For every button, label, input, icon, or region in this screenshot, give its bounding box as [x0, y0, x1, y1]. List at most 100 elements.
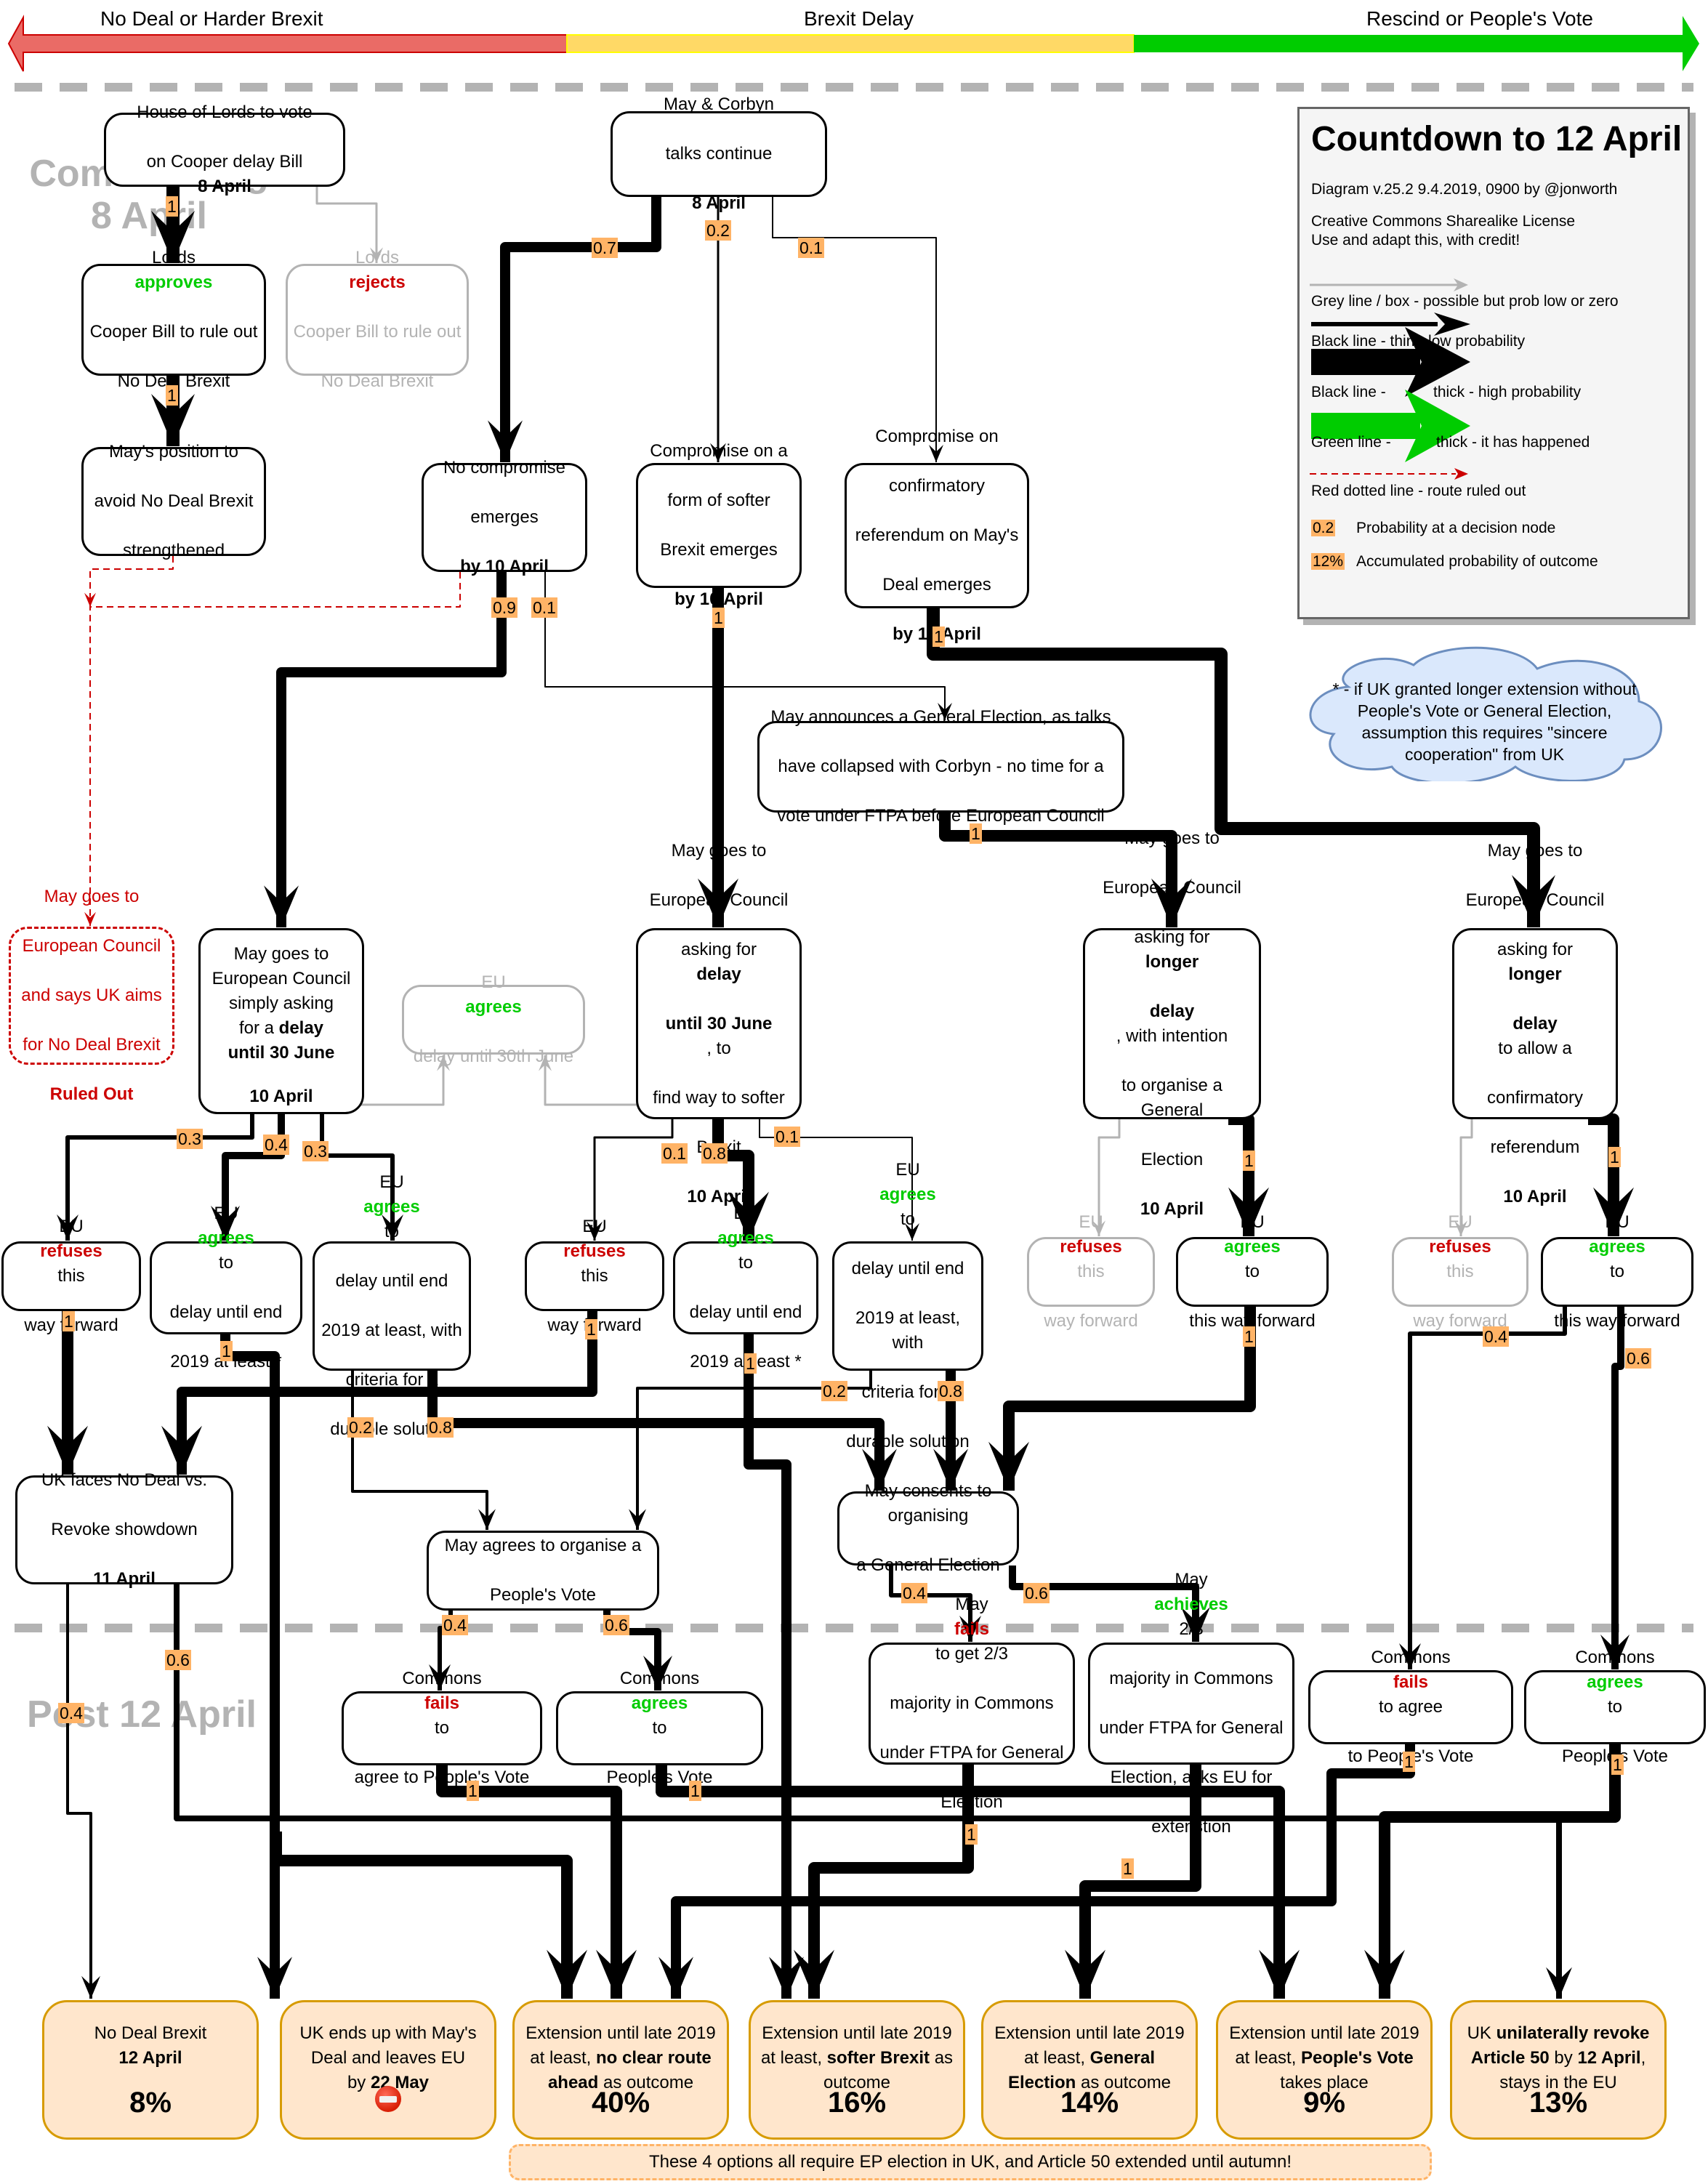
- probability-label-soft-criteria: 0.1: [774, 1127, 800, 1147]
- node-text: EU: [379, 1172, 404, 1192]
- connector-line: [808, 1765, 974, 1999]
- node-text: EU: [1605, 1212, 1630, 1232]
- node-text: as outcome: [598, 2073, 694, 2092]
- node-text: 2019 at least, with: [855, 1308, 961, 1353]
- node-ec-delay-30-june-date: 10 April: [249, 1087, 313, 1106]
- probability-label-ref-agree: 1: [1608, 1147, 1621, 1167]
- node-text: delay until end: [169, 1302, 283, 1322]
- emphasis-text: 8 April: [692, 193, 746, 213]
- node-text: UK ends up with May's: [299, 2023, 477, 2043]
- arrowhead-icon: [57, 1214, 78, 1241]
- arrowhead-icon: [257, 1957, 292, 1999]
- arrowhead-icon: [710, 443, 726, 462]
- highlight-positive: agrees: [1587, 1672, 1643, 1692]
- node-text: this way forward: [1554, 1311, 1680, 1331]
- connector-line: [270, 1832, 573, 1999]
- node-text: Deal emerges: [882, 575, 991, 595]
- node-text: stays in the EU: [1499, 2073, 1617, 2092]
- emphasis-text: delay: [1512, 1013, 1558, 1033]
- arrowhead-icon: [629, 1509, 646, 1530]
- scale-right-arrow: [1134, 16, 1699, 71]
- node-text: delay until end: [851, 1259, 964, 1278]
- node-text: Revoke showdown: [51, 1520, 198, 1539]
- arrowhead-icon: [547, 1949, 587, 1999]
- highlight-negative: fails: [1393, 1672, 1429, 1692]
- outcome-probability: 14%: [1060, 2087, 1119, 2119]
- emphasis-text: Article 50: [1470, 2048, 1550, 2068]
- probability-label-refuse2-showdown: 1: [585, 1319, 597, 1339]
- node-text: European Council: [1103, 877, 1241, 898]
- arrowhead-icon: [929, 445, 943, 462]
- node-text: EU: [481, 972, 506, 992]
- node-text: referendum: [1490, 1137, 1580, 1157]
- probability-label-soft-refuse: 0.1: [661, 1143, 688, 1164]
- node-text: referendum on May's: [855, 525, 1019, 545]
- node-text: UK faces No Deal vs.: [41, 1470, 208, 1490]
- node-text: May goes to: [1124, 828, 1220, 848]
- legend-thick-black-arrow: [1311, 327, 1470, 397]
- probability-label-talks-ref: 0.1: [798, 238, 824, 258]
- outcome-probability: 40%: [591, 2087, 650, 2119]
- legend-license-2: Use and adapt this, with credit!: [1311, 232, 1520, 249]
- node-text: Compromise on: [875, 427, 999, 446]
- node-text: extenstion: [1151, 1817, 1231, 1837]
- node-announces-general-election[interactable]: May announces a General Election, as tal…: [757, 707, 1124, 826]
- probability-label-lords-to-approves: 1: [166, 196, 178, 217]
- arrowhead-icon: [211, 1206, 240, 1241]
- emphasis-text: People's Vote: [1301, 2048, 1414, 2068]
- connector-line: [744, 1334, 791, 1999]
- node-text: EU: [733, 1204, 758, 1223]
- node-text: Election: [940, 1792, 1003, 1812]
- probability-label-softer-ec: 1: [712, 608, 725, 628]
- connector-line: [177, 1311, 597, 1475]
- node-text: delay until 30th June: [413, 1047, 574, 1066]
- legend-green-arrow: [1311, 390, 1470, 462]
- connector-line: [220, 1334, 280, 1999]
- scale-middle-label: Brexit Delay: [804, 7, 914, 30]
- node-text: May goes to: [1487, 840, 1583, 861]
